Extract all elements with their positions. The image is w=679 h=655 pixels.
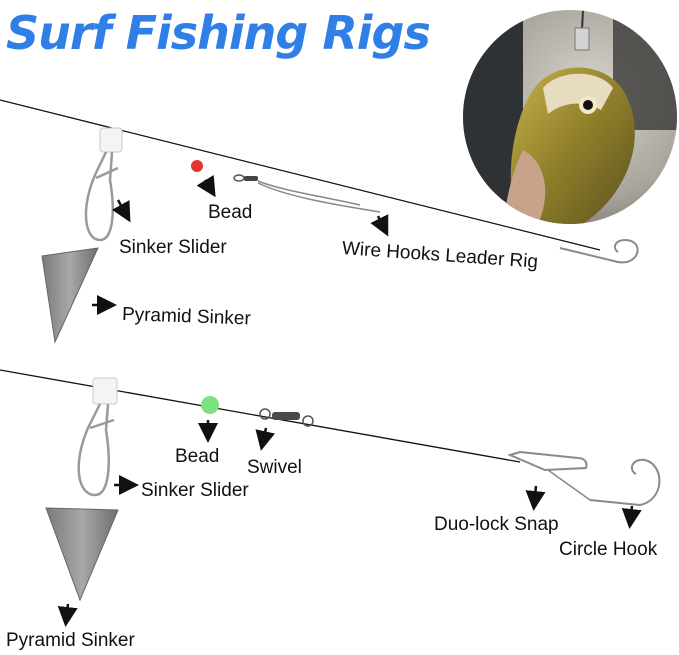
top-hook <box>559 238 639 264</box>
top-main-line <box>0 99 601 251</box>
arrow-icon <box>255 427 276 451</box>
arrow-icon <box>196 174 216 198</box>
bottom-slider-sleeve <box>92 377 118 405</box>
page-title: Surf Fishing Rigs <box>6 6 431 60</box>
arrow-icon <box>111 199 131 223</box>
label-top-sinker-slider: Sinker Slider <box>119 237 227 258</box>
arrow-icon <box>370 214 389 237</box>
bottom-leader <box>547 469 591 501</box>
bottom-swivel <box>259 408 314 427</box>
arrow-icon <box>525 485 546 511</box>
arrow-icon <box>621 505 642 529</box>
label-bottom-pyramid-sinker: Pyramid Sinker <box>6 630 135 651</box>
bottom-slider-snap <box>77 403 110 497</box>
bottom-pyramid-sinker <box>45 507 119 602</box>
label-top-bead: Bead <box>208 202 253 223</box>
arrow-icon <box>57 603 78 627</box>
top-slider-clip <box>95 166 119 180</box>
bottom-slider-clip <box>89 418 115 430</box>
top-pyramid-sinker <box>41 247 99 344</box>
bottom-circle-hook <box>589 458 661 507</box>
bottom-rig <box>0 369 661 627</box>
top-rig <box>0 99 639 344</box>
label-circle-hook: Circle Hook <box>559 539 658 560</box>
label-top-pyramid-sinker: Pyramid Sinker <box>121 304 252 330</box>
label-bottom-swivel: Swivel <box>247 457 302 478</box>
top-slider-sleeve <box>99 127 123 153</box>
bottom-duo-lock-snap <box>507 450 588 472</box>
top-bead <box>191 160 203 172</box>
label-duo-lock-snap: Duo-lock Snap <box>434 514 559 535</box>
top-swivel <box>233 174 381 213</box>
label-bottom-bead: Bead <box>175 446 220 467</box>
bottom-bead <box>201 396 219 414</box>
top-slider-snap <box>84 151 114 242</box>
label-bottom-sinker-slider: Sinker Slider <box>141 480 249 501</box>
